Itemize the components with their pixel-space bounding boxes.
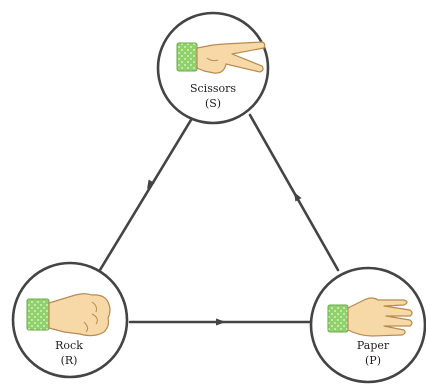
arrowhead-paper-scissors xyxy=(294,192,302,202)
arrowhead-rock-paper xyxy=(216,318,226,326)
node-rock-abbr: (R) xyxy=(61,354,78,367)
edge-scissors-rock xyxy=(98,113,196,272)
node-scissors-label: Scissors xyxy=(190,82,236,95)
arrowhead-scissors-rock xyxy=(147,179,155,189)
node-paper: Paper (P) xyxy=(309,266,426,384)
scissors-hand-icon xyxy=(176,41,266,74)
node-paper-abbr: (P) xyxy=(365,354,381,367)
node-scissors-abbr: (S) xyxy=(205,97,221,110)
rock-fist-icon xyxy=(26,293,111,337)
edge-paper-scissors xyxy=(248,113,340,272)
node-scissors: Scissors (S) xyxy=(156,11,270,125)
paper-hand-icon xyxy=(327,297,413,337)
node-paper-label: Paper xyxy=(357,339,390,352)
edges xyxy=(98,113,340,324)
arrowheads xyxy=(147,179,302,326)
node-rock: Rock (R) xyxy=(11,261,129,379)
node-rock-label: Rock xyxy=(55,339,83,352)
